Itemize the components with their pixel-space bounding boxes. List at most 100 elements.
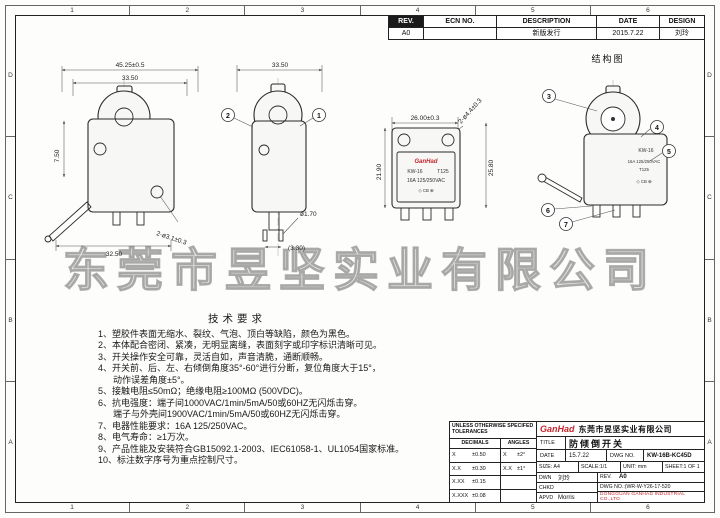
tolerances-table: UNLESS OTHERWISE SPECIFED TOLERANCES DEC… — [450, 422, 537, 502]
view-face: 26.00±0.3 2-ø4.4±0.3 GanHad KW-16 T125 1… — [376, 97, 495, 221]
dim-side-width: 33.50 — [272, 62, 289, 69]
signatures: DWN 刘玲 CHKD APVD Morris — [537, 473, 598, 502]
frame-coord-label: C — [705, 136, 714, 258]
frame-row-labels-right: D C B A — [705, 15, 714, 503]
document-number: DWG NO.:(WR-W-Y26-17-520 — [598, 483, 704, 492]
frame-coord-label: B — [705, 258, 714, 381]
chkd-label: CHKD — [539, 484, 554, 491]
signature-block: DWN 刘玲 CHKD APVD Morris REV. A0 DWG NO.:… — [537, 473, 704, 502]
title-block: UNLESS OTHERWISE SPECIFED TOLERANCES DEC… — [449, 421, 705, 503]
callout-1-number: 1 — [317, 113, 321, 120]
apvd-value: Morris — [558, 494, 575, 501]
tolerance-row: X ±0.50 X ±2° — [450, 449, 536, 463]
dim-face-height-right: 25.80 — [488, 159, 495, 176]
ecn-value-cell — [424, 28, 497, 39]
tech-requirement-item: 10、标注数字序号为重点控制尺寸。 — [98, 455, 244, 465]
callout-6 — [541, 203, 555, 217]
callout-7 — [559, 217, 573, 231]
callout-7-number: 7 — [564, 222, 568, 229]
company-name-cn: 东莞市昱坚实业有限公司 — [578, 424, 673, 434]
rev-header-cell: REV. — [389, 16, 424, 27]
callout-1 — [312, 108, 326, 122]
tolerance-row: X.X ±0.30 X.X ±1° — [450, 462, 536, 476]
tech-requirement-item: 4、开关前、后、左、右倾倒角度35°-60°进行分断，复位角度大于15°， — [98, 363, 381, 373]
structure-cert-label: T125 — [639, 167, 649, 172]
date-dwgno-row: DATE 15.7.22 DWG NO. KW-16B-KC45D — [537, 450, 704, 462]
callout-4 — [650, 120, 664, 134]
company-name-en: DONGGUAN GANHAD INDUSTRIAL CO.,LTD — [600, 492, 685, 502]
tol-angle-value: ±2° — [517, 452, 526, 459]
callout-6-number: 6 — [546, 208, 550, 215]
date-header-cell: DATE — [597, 16, 660, 27]
tol-decimal-key: X.X — [452, 465, 461, 472]
tech-requirement-item: 动作误差角度±5°。 — [98, 374, 190, 385]
face-cert-label: T125 — [437, 169, 449, 175]
view-structure: 结构图 KW-16 16A 125/250VAC T125 ◇ CB ⊕ 3 4… — [537, 53, 676, 231]
frame-coord-label: 5 — [474, 503, 590, 512]
tolerance-row: X.XX ±0.15 — [450, 476, 536, 490]
tol-decimal-value: ±0.08 — [472, 489, 501, 502]
frame-column-labels-top: 1 2 3 4 5 6 — [15, 6, 705, 15]
company-logo: GanHad — [540, 424, 575, 434]
size-value: SIZE: A4 — [537, 462, 579, 472]
tolerance-row: X.XXX ±0.08 — [450, 489, 536, 502]
scale-value: SCALE:1/1 — [579, 462, 621, 472]
frame-coord-label: D — [707, 72, 712, 80]
face-cert-marks: ◇ CB ⊕ — [418, 188, 433, 193]
tech-requirement-item: 8、电气寿命：≥1万次。 — [98, 432, 194, 442]
frame-coord-label: A — [705, 380, 714, 503]
tol-decimal-key: X.XXX — [452, 492, 469, 499]
frame-coord-label: 1 — [70, 7, 74, 14]
apvd-label: APVD — [539, 494, 554, 501]
tolerances-subheader: DECIMALS ANGLES — [450, 439, 536, 449]
sheet-value: SHEET:1 OF 1 — [665, 464, 700, 470]
structure-diagram-label: 结构图 — [591, 53, 624, 64]
tolerances-header: UNLESS OTHERWISE SPECIFED TOLERANCES — [450, 422, 536, 439]
tech-requirement-item: 5、接触电阻≤50mΩ；绝缘电阻≥100MΩ (500VDC)。 — [98, 386, 308, 396]
company-row: GanHad 东莞市昱坚实业有限公司 — [537, 422, 704, 437]
angles-label: ANGLES — [507, 440, 530, 446]
dwn-label: DWN — [539, 474, 552, 481]
unit-value: UNIT: mm — [621, 462, 663, 472]
callout-2-number: 2 — [226, 113, 230, 120]
frame-coord-label: 2 — [129, 6, 244, 15]
ecn-header-cell: ECN NO. — [424, 16, 497, 27]
title-row: TITLE 防倾倒开关 — [537, 437, 704, 450]
description-header-cell: DESCRIPTION — [497, 16, 597, 27]
tech-requirement-item: 1、塑胶件表面无缩水、裂纹、气泡、顶白等缺陷，颜色为黑色。 — [98, 328, 356, 339]
frame-row-labels-left: D C B A — [6, 15, 15, 503]
rev-value: A0 — [619, 474, 627, 481]
tol-angle-key: X — [503, 452, 507, 459]
callout-4-number: 4 — [655, 125, 659, 132]
frame-coord-label: D — [8, 72, 13, 80]
tol-decimal-key: X.XX — [452, 479, 465, 486]
dim-overall-width: 45.25±0.5 — [116, 62, 145, 69]
frame-coord-label: 3 — [244, 6, 359, 15]
apvd-row: APVD Morris — [537, 493, 597, 502]
frame-coord-label: B — [6, 258, 15, 381]
callout-5-number: 5 — [667, 149, 671, 156]
design-value-cell: 刘玲 — [675, 30, 689, 37]
face-model-label: KW-16 — [407, 169, 422, 175]
revision-table: REV. ECN NO. DESCRIPTION DATE DESIGN A0 … — [388, 15, 705, 40]
callout-3 — [542, 89, 556, 103]
misc-block: REV. A0 DWG NO.:(WR-W-Y26-17-520 DONGGUA… — [598, 473, 704, 502]
rev-value-cell: A0 — [389, 28, 424, 39]
rev-row: REV. A0 — [598, 473, 704, 483]
technical-requirements-title: 技术要求 — [208, 313, 266, 325]
tol-decimal-value: ±0.50 — [472, 449, 501, 462]
view-front: 45.25±0.5 33.50 7.50 32.50 2-ø3.1±0.3 — [44, 62, 199, 258]
tol-angle-value: ±1° — [517, 465, 526, 472]
rev-label: REV. — [600, 474, 612, 481]
tol-angle-key: X.X — [503, 465, 512, 472]
dim-pin-diameter: ø1.70 — [300, 211, 317, 218]
dwgno-label: DWG NO. — [607, 450, 644, 461]
description-value-cell: 新版发行 — [497, 28, 597, 39]
decimals-label: DECIMALS — [450, 439, 501, 448]
dwgno-value: KW-16B-KC45D — [647, 452, 692, 459]
size-scale-unit-sheet-row: SIZE: A4 SCALE:1/1 UNIT: mm SHEET:1 OF 1 — [537, 462, 704, 473]
callout-5 — [662, 144, 676, 158]
revision-table-header: REV. ECN NO. DESCRIPTION DATE DESIGN — [389, 16, 704, 28]
structure-rating-label: 16A 125/250VAC — [628, 159, 661, 164]
tol-decimal-key: X — [452, 452, 456, 459]
